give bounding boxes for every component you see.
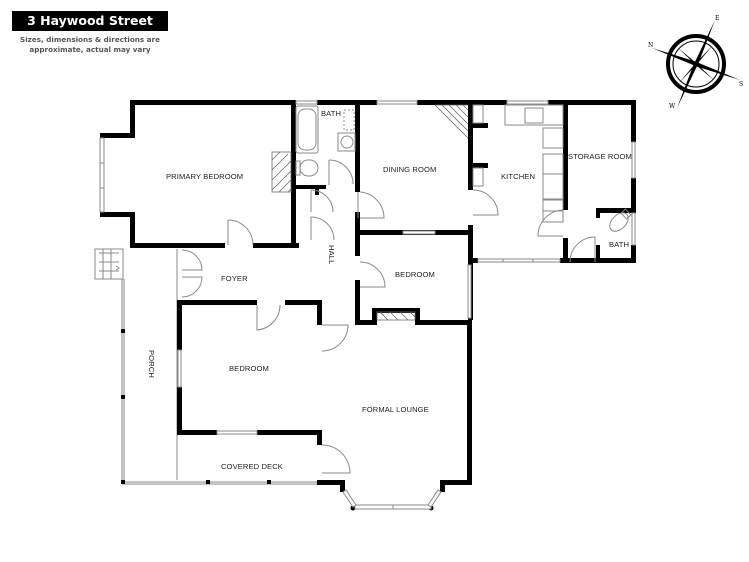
room-label-bath-1: BATH [321,109,341,118]
compass-rose-icon: E N S W [648,15,743,110]
room-label-dining-room: DINING ROOM [383,165,436,174]
room-label-formal-lounge: FORMAL LOUNGE [362,405,429,414]
compass-label-east: E [715,15,719,22]
porch-posts [121,329,271,484]
room-label-bedroom-1: BEDROOM [229,364,269,373]
disclaimer-line-1: Sizes, dimensions & directions are [20,35,160,44]
room-label-foyer: FOYER [221,274,248,283]
page-title: 3 Haywood Street [12,11,168,31]
hatched-areas [271,104,469,321]
disclaimer-line-2: approximate, actual may vary [29,44,151,54]
room-label-kitchen: KITCHEN [501,172,535,181]
room-label-bath-2: BATH [609,240,629,249]
room-label-covered-deck: COVERED DECK [221,462,283,471]
room-label-storage-room: STORAGE ROOM [568,152,632,161]
room-label-hall: HALL [327,245,336,264]
fixtures [115,104,632,271]
compass-label-west: W [669,103,676,110]
room-label-porch: PORCH [147,350,156,378]
porch-outline [94,248,318,485]
room-label-primary-bedroom: PRIMARY BEDROOM [166,172,243,181]
compass-label-north: N [648,42,653,49]
walls [100,100,636,511]
windows [99,100,636,510]
disclaimer-text: Sizes, dimensions & directions are appro… [12,35,168,54]
compass-label-south: S [739,81,743,88]
doors [181,159,596,474]
room-label-bedroom-2: BEDROOM [395,270,435,279]
